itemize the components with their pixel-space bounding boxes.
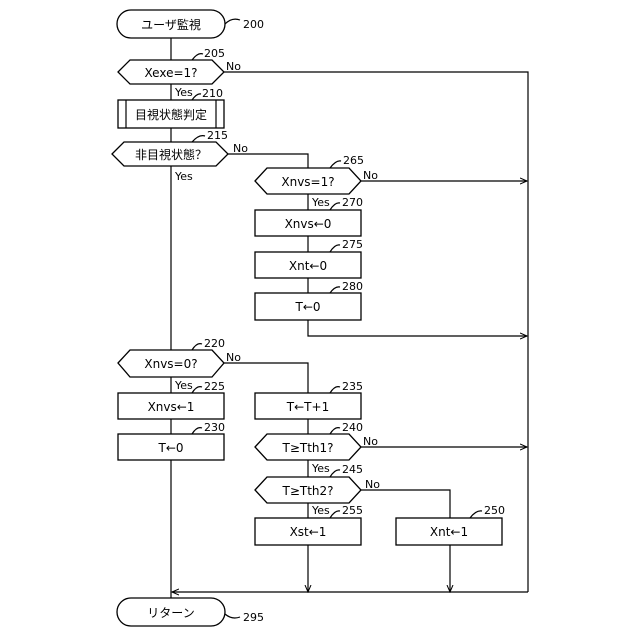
decision-205: Xexe=1? (118, 60, 224, 84)
start-label: ユーザ監視 (141, 17, 201, 32)
ref-225: 225 (204, 380, 225, 393)
process-235-label: T←T+1 (286, 400, 329, 414)
decision-205-no: No (226, 60, 241, 73)
start-terminal: ユーザ監視 (117, 10, 225, 38)
ref-220: 220 (204, 337, 225, 350)
process-280-label: T←0 (294, 300, 320, 314)
decision-245-label: T≥Tth2? (281, 484, 333, 498)
process-270: Xnvs←0 (255, 210, 361, 236)
decision-240-label: T≥Tth1? (281, 441, 333, 455)
decision-240-yes: Yes (311, 462, 330, 475)
ref-295: 295 (243, 611, 264, 624)
ref-230: 230 (204, 421, 225, 434)
decision-205-label: Xexe=1? (144, 66, 197, 80)
ref-205: 205 (204, 47, 225, 60)
decision-265-label: Xnvs=1? (281, 175, 334, 189)
ref-280: 280 (342, 280, 363, 293)
ref-265: 265 (343, 154, 364, 167)
ref-240: 240 (342, 421, 363, 434)
process-275: Xnt←0 (255, 252, 361, 278)
process-230: T←0 (118, 434, 224, 460)
decision-245-yes: Yes (311, 504, 330, 517)
ref-275: 275 (342, 238, 363, 251)
ref-235: 235 (342, 380, 363, 393)
ref-200: 200 (243, 18, 264, 31)
decision-215-no: No (233, 142, 248, 155)
decision-245-no: No (365, 478, 380, 491)
decision-220-yes: Yes (174, 379, 193, 392)
process-235: T←T+1 (255, 393, 361, 419)
end-label: リターン (147, 606, 194, 620)
end-terminal: リターン (117, 598, 225, 626)
process-225-label: Xnvs←1 (148, 400, 195, 414)
decision-240-no: No (363, 435, 378, 448)
ref-210: 210 (202, 87, 223, 100)
process-275-label: Xnt←0 (289, 259, 327, 273)
decision-215: 非目視状態？ (112, 142, 228, 166)
decision-220-no: No (226, 351, 241, 364)
decision-205-yes: Yes (174, 86, 193, 99)
process-280: T←0 (255, 293, 361, 320)
subroutine-210: 目視状態判定 (118, 100, 224, 128)
decision-220: Xnvs=0? (118, 350, 224, 377)
ref-250: 250 (484, 504, 505, 517)
decision-215-label: 非目視状態？ (135, 147, 207, 162)
subroutine-210-label: 目視状態判定 (135, 107, 207, 122)
ref-215: 215 (207, 129, 228, 142)
process-255: Xst←1 (255, 518, 361, 545)
decision-220-label: Xnvs=0? (144, 357, 197, 371)
decision-265-yes: Yes (311, 196, 330, 209)
ref-270: 270 (342, 196, 363, 209)
process-270-label: Xnvs←0 (285, 217, 332, 231)
decision-240: T≥Tth1? (255, 434, 361, 460)
process-250: Xnt←1 (396, 518, 502, 545)
decision-265-no: No (363, 169, 378, 182)
ref-245: 245 (342, 463, 363, 476)
process-255-label: Xst←1 (290, 525, 327, 539)
process-225: Xnvs←1 (118, 393, 224, 419)
process-250-label: Xnt←1 (430, 525, 468, 539)
ref-255: 255 (342, 504, 363, 517)
process-230-label: T←0 (157, 441, 183, 455)
decision-215-yes: Yes (174, 170, 193, 183)
decision-245: T≥Tth2? (255, 477, 361, 503)
decision-265: Xnvs=1? (255, 168, 361, 194)
